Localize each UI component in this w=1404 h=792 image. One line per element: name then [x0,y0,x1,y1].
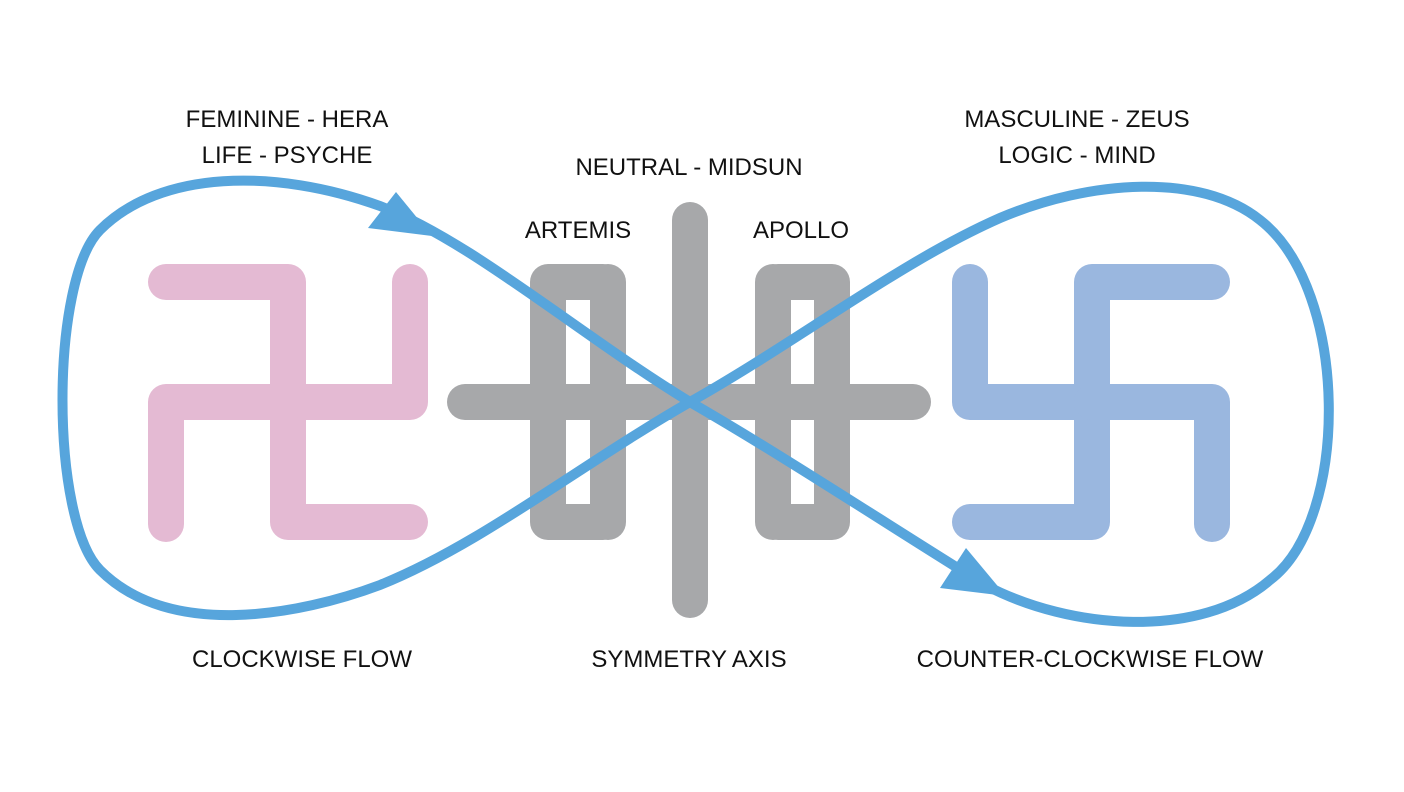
apollo-label: APOLLO [753,217,849,244]
neutral-midsun-label: NEUTRAL - MIDSUN [575,154,802,181]
life-psyche-label: LIFE - PSYCHE [202,142,373,169]
infinity-flow-loop-icon [57,175,1334,627]
clockwise-flow-label: CLOCKWISE FLOW [192,646,412,673]
counter-clockwise-arrowhead-icon [940,548,1006,596]
neutral-midsun-cross-icon [447,202,931,618]
masculine-zeus-label: MASCULINE - ZEUS [964,106,1189,133]
flow-line [57,175,1334,627]
feminine-pink-cross-icon [148,264,428,542]
feminine-hera-label: FEMININE - HERA [186,106,389,133]
artemis-label: ARTEMIS [525,217,631,244]
logic-mind-label: LOGIC - MIND [998,142,1155,169]
clockwise-arrowhead-icon [368,192,432,236]
masculine-blue-cross-icon [952,264,1230,542]
counter-clockwise-flow-label: COUNTER-CLOCKWISE FLOW [917,646,1264,673]
symmetry-axis-label: SYMMETRY AXIS [591,646,786,673]
